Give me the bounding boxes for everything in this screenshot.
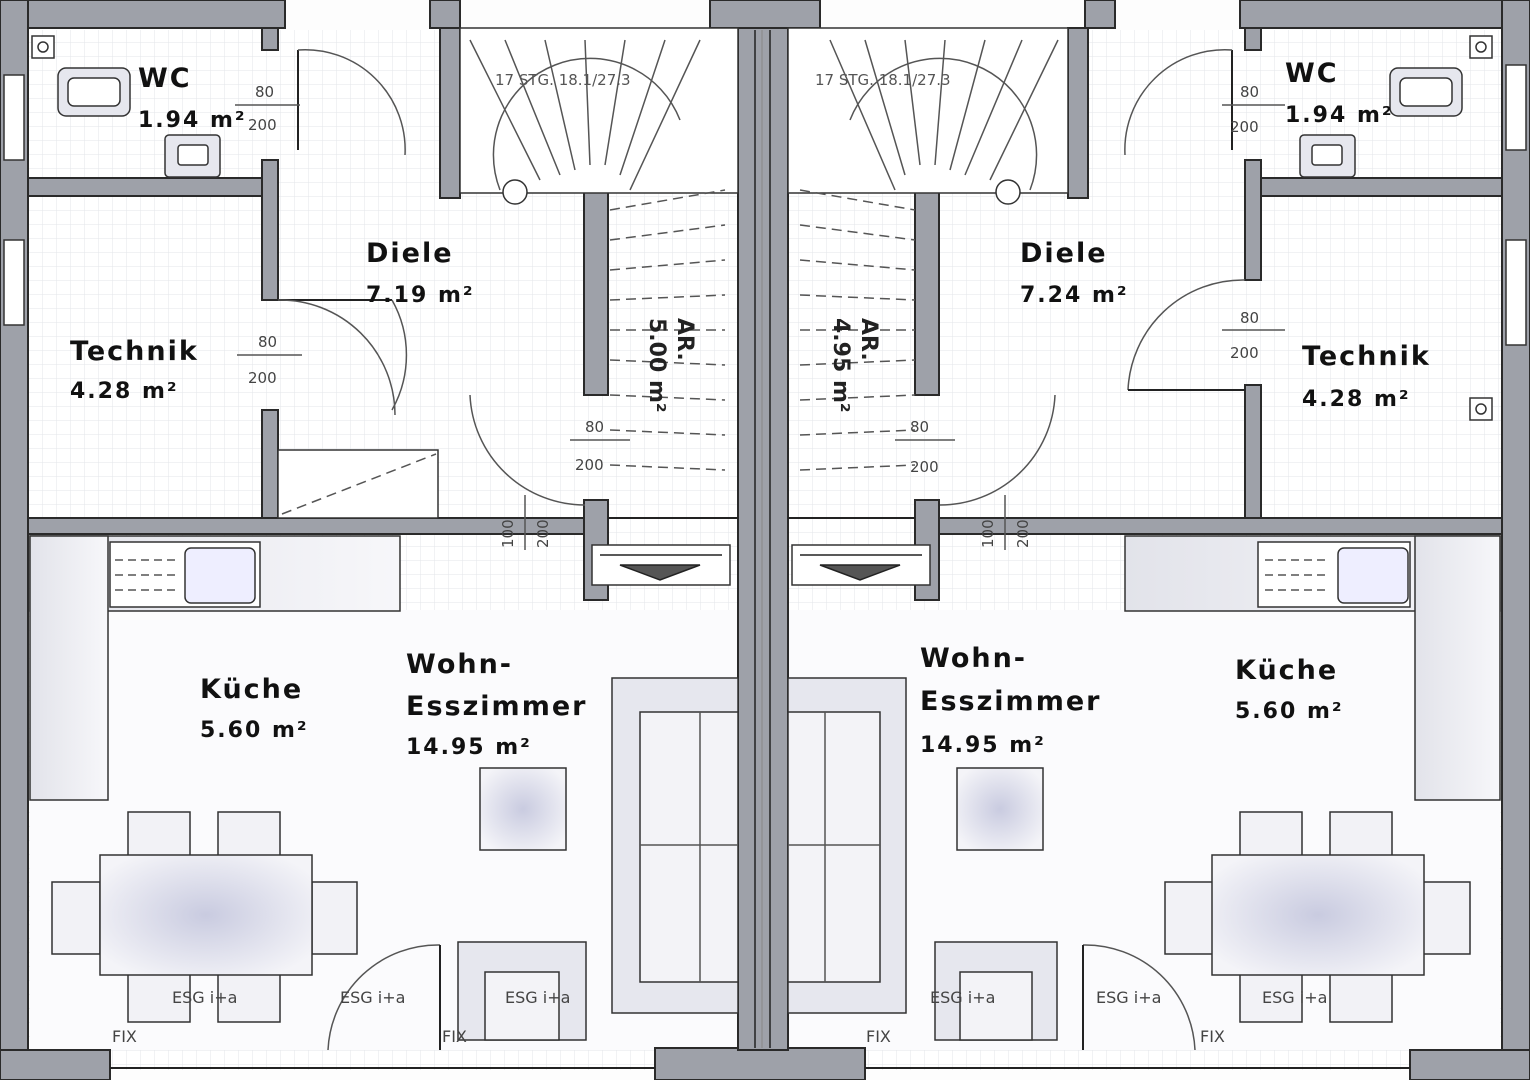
dim-ar-right-h: 200	[910, 458, 939, 476]
door-dimensions: 80 200 80 200 80 200 80 200 80 200 80 20…	[235, 83, 1285, 550]
dim-ar-left-h: 200	[575, 456, 604, 474]
ar-right-area: 4.95 m²	[828, 318, 853, 413]
ar-rooms: AR. 5.00 m² AR. 4.95 m²	[608, 318, 915, 519]
kitchen-right	[1124, 535, 1501, 801]
technik-left-area: 4.28 m²	[70, 379, 179, 404]
technik-right-name: Technik	[1302, 341, 1431, 372]
window-fix-2: FIX	[442, 1027, 467, 1046]
staircase-right: 17 STG. 18.1/27.3	[787, 27, 1069, 471]
dim-open-left-w: 100	[499, 519, 517, 548]
window-esg-1: ESG i+a	[172, 988, 237, 1007]
window-fix-3: FIX	[866, 1027, 891, 1046]
kueche-right-area: 5.60 m²	[1235, 699, 1344, 724]
technik-right-area: 4.28 m²	[1302, 387, 1411, 412]
stair-note-left: 17 STG. 18.1/27.3	[495, 71, 631, 89]
wc-left-name: WC	[138, 63, 192, 94]
dim-wc-right-w: 80	[1240, 83, 1259, 101]
window-fix-1: FIX	[112, 1027, 137, 1046]
kueche-left-area: 5.60 m²	[200, 718, 309, 743]
dim-tech-right-h: 200	[1230, 344, 1259, 362]
ar-left-label: AR.	[672, 318, 697, 361]
kitchen-left	[29, 535, 401, 801]
dim-ar-right-w: 80	[910, 418, 929, 436]
ar-right-label: AR.	[856, 318, 881, 361]
dim-open-right-h: 200	[1014, 519, 1032, 548]
technik-left-name: Technik	[70, 336, 199, 367]
doors	[277, 48, 1246, 1051]
wohn-right-name-2: Esszimmer	[920, 686, 1101, 717]
wohn-left-name-2: Esszimmer	[406, 691, 587, 722]
dim-tech-left-w: 80	[258, 333, 277, 351]
dim-open-right-w: 100	[979, 519, 997, 548]
window-fix-4: FIX	[1200, 1027, 1225, 1046]
furniture-left	[51, 677, 739, 1041]
window-esg-5: ESG i+a	[1096, 988, 1161, 1007]
staircase-left: 17 STG. 18.1/27.3	[459, 27, 739, 471]
kueche-left-name: Küche	[200, 674, 303, 705]
dim-ar-left-w: 80	[585, 418, 604, 436]
furniture-right	[787, 677, 1471, 1041]
window-esg-2: ESG i+a	[340, 988, 405, 1007]
ar-left-area: 5.00 m²	[644, 318, 669, 413]
room-labels: WC 1.94 m² WC 1.94 m² Diele 7.19 m² Diel…	[70, 58, 1431, 760]
fixtures	[31, 35, 1493, 519]
dim-tech-right-w: 80	[1240, 309, 1259, 327]
window-esg-6: ESG i+a	[1262, 988, 1327, 1007]
diele-right-area: 7.24 m²	[1020, 283, 1129, 308]
dim-open-left-h: 200	[534, 519, 552, 548]
dim-wc-right-h: 200	[1230, 118, 1259, 136]
wc-right-area: 1.94 m²	[1285, 103, 1394, 128]
diele-left-area: 7.19 m²	[366, 283, 475, 308]
kueche-right-name: Küche	[1235, 655, 1338, 686]
radiator-symbols	[591, 544, 931, 586]
dim-tech-left-h: 200	[248, 369, 277, 387]
diele-right-name: Diele	[1020, 238, 1108, 269]
wc-left-area: 1.94 m²	[138, 108, 247, 133]
window-esg-3: ESG i+a	[505, 988, 570, 1007]
stair-note-right: 17 STG. 18.1/27.3	[815, 71, 951, 89]
dim-wc-left-w: 80	[255, 83, 274, 101]
window-labels: ESG i+a ESG i+a ESG i+a ESG i+a ESG i+a …	[112, 988, 1327, 1046]
wohn-left-area: 14.95 m²	[406, 735, 532, 760]
wohn-left-name-1: Wohn-	[406, 649, 513, 680]
window-esg-4: ESG i+a	[930, 988, 995, 1007]
wohn-right-name-1: Wohn-	[920, 643, 1027, 674]
wohn-right-area: 14.95 m²	[920, 733, 1046, 758]
party-wall	[737, 27, 789, 1051]
dim-wc-left-h: 200	[248, 116, 277, 134]
wc-right-name: WC	[1285, 58, 1339, 89]
diele-left-name: Diele	[366, 238, 454, 269]
